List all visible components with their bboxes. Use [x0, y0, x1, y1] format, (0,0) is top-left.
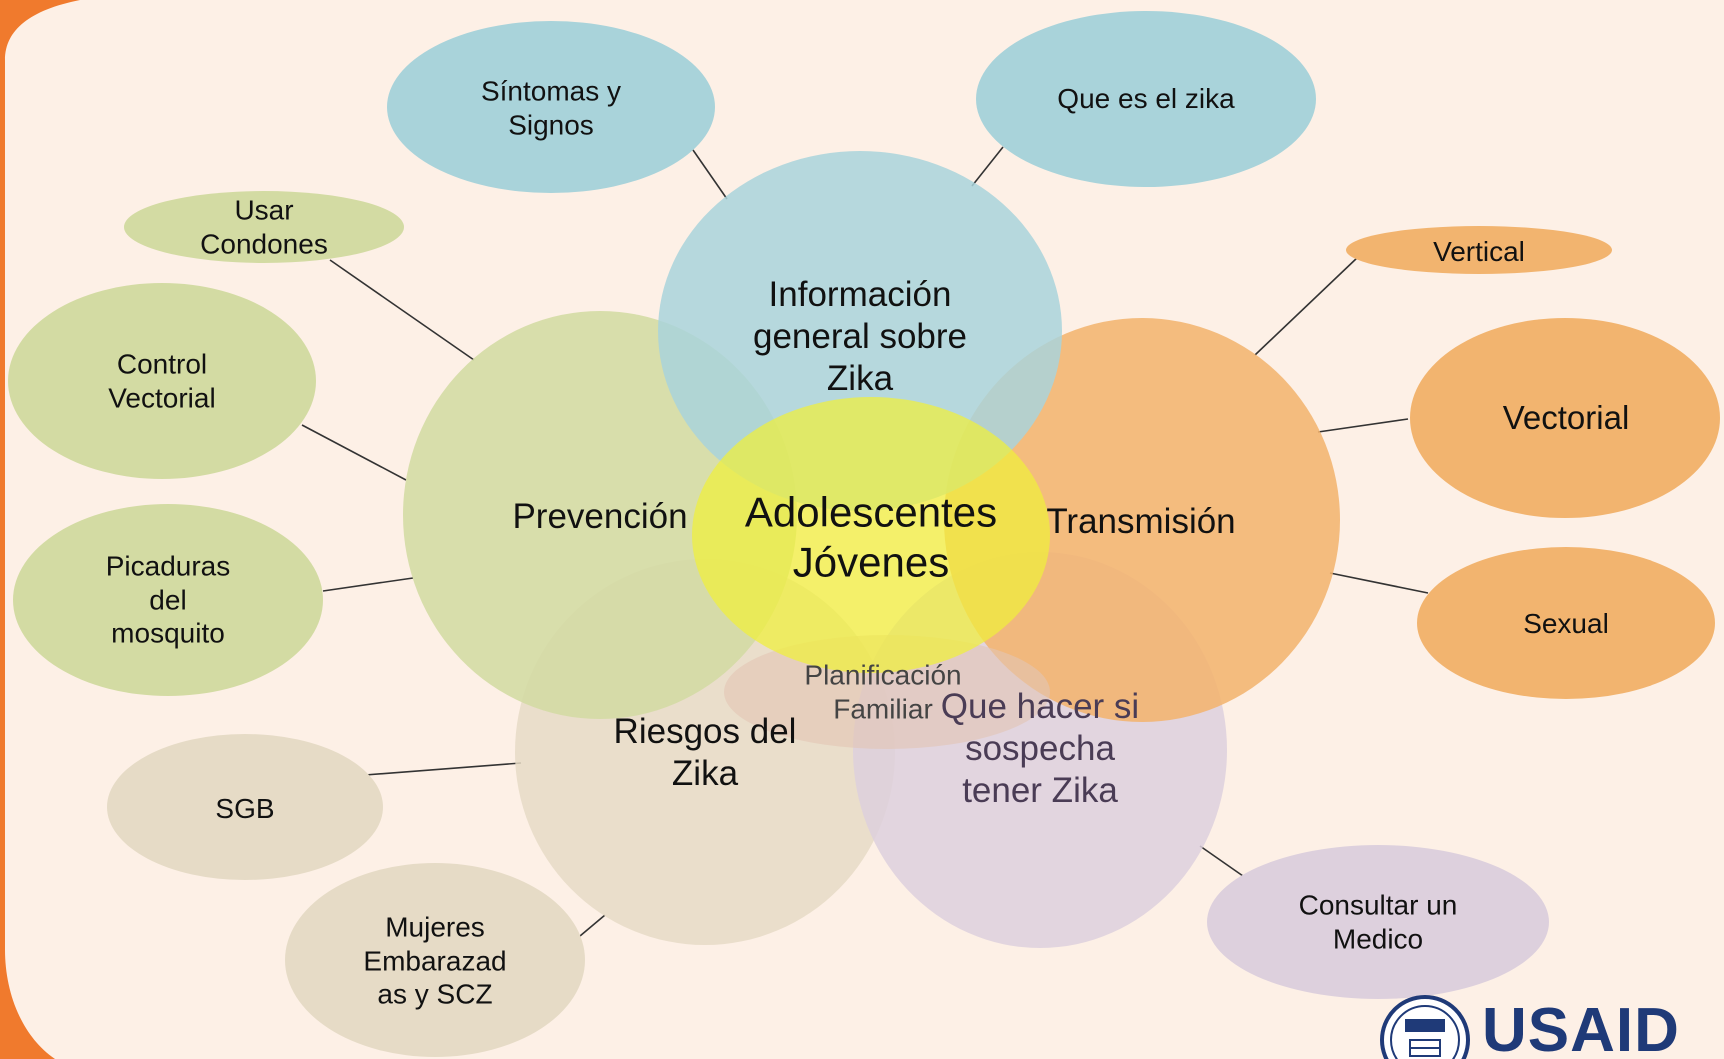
hub-transmision-label: Transmisión [1046, 502, 1236, 541]
connector-condones [329, 259, 475, 361]
leaf-que-es-label: Que es el zika [1057, 83, 1235, 115]
leaf-mujeres-bubble [285, 863, 585, 1057]
leaf-picaduras-label: Picaduras del mosquito [105, 550, 231, 649]
leaf-vertical-label: Vertical [1433, 236, 1525, 268]
connector-vectorial [1317, 418, 1409, 433]
usaid-seal-icon [1380, 995, 1470, 1059]
connector-lines [301, 146, 1429, 937]
connector-vertical [1254, 256, 1359, 356]
leaf-sexual-label: Sexual [1523, 608, 1609, 640]
hub-info-label: Información general sobre Zika [752, 275, 968, 398]
hub-planificacion-label: Planificación Familiar [804, 659, 962, 724]
leaf-condones-label: Usar Condones [200, 194, 328, 259]
hub-planificacion-ellipse [724, 635, 1050, 749]
center-label: Adolescentes Jóvenes [744, 488, 998, 585]
leaf-control-bubble [8, 283, 316, 479]
leaf-vertical-bubble [1346, 226, 1612, 274]
leaf-vectorial-bubble [1410, 318, 1720, 518]
leaf-sexual-bubble [1417, 547, 1715, 699]
hub-circles [403, 151, 1340, 948]
leaf-sgb-bubble [107, 734, 383, 880]
hub-prevencion-label: Prevención [512, 497, 688, 536]
leaf-picaduras-bubble [13, 504, 323, 696]
leaf-condones-bubble [124, 191, 404, 263]
connector-consultar [1199, 845, 1244, 877]
leaf-control-label: Control Vectorial [108, 348, 216, 413]
leaf-sintomas-label: Síntomas y Signos [480, 75, 622, 140]
leaf-consultar-label: Consultar un Medico [1298, 889, 1458, 954]
connector-sgb [364, 762, 522, 776]
leaf-vectorial-label: Vectorial [1502, 399, 1630, 437]
center-circle [692, 397, 1050, 673]
connector-control [301, 424, 407, 481]
hub-riesgos-label: Riesgos del Zika [613, 712, 797, 793]
connector-sintomas [692, 149, 728, 200]
connector-mujeres [579, 914, 606, 937]
leaf-que-es-bubble [976, 11, 1316, 187]
leaf-mujeres-label: Mujeres Embarazad as y SCZ [363, 911, 507, 1010]
connector-que-es [971, 146, 1004, 187]
leaf-sintomas-bubble [387, 21, 715, 193]
hub-transmision-circle [944, 318, 1340, 722]
connector-sexual [1329, 572, 1429, 594]
leaf-sgb-label: SGB [215, 793, 275, 825]
usaid-logo-text: USAID [1482, 996, 1680, 1059]
leaf-consultar-bubble [1207, 845, 1549, 999]
hub-que-hacer-label: Que hacer si sospecha tener Zika [940, 687, 1140, 810]
connector-picaduras [322, 577, 414, 592]
